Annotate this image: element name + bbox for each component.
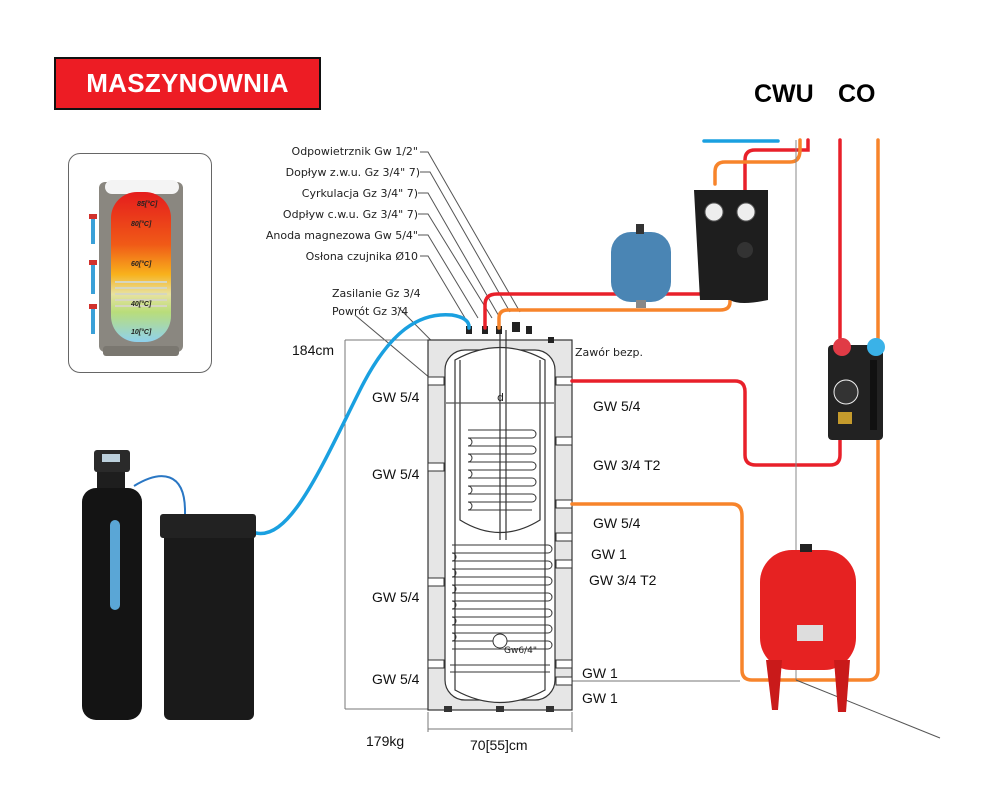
diameter-label: d bbox=[497, 391, 504, 404]
pipes bbox=[254, 138, 880, 682]
left-port-3: GW 5/4 bbox=[372, 589, 420, 605]
tank-width: 70[55]cm bbox=[470, 737, 528, 753]
side-ports bbox=[427, 376, 573, 686]
upper-coil bbox=[467, 429, 537, 511]
tank-height: 184cm bbox=[292, 342, 335, 358]
label-safety-valve: Zawór bezp. bbox=[575, 346, 644, 359]
label-powrot: Powrót Gz 3/4 bbox=[332, 305, 409, 318]
right-port-2: GW 3/4 T2 bbox=[593, 457, 661, 473]
tank-weight: 179kg bbox=[366, 733, 405, 749]
temp-80: 80[°C] bbox=[131, 220, 152, 228]
right-port-6: GW 1 bbox=[582, 665, 618, 681]
right-port-1: GW 5/4 bbox=[593, 398, 641, 414]
label-oslona-czujnika: Osłona czujnika Ø10 bbox=[305, 250, 418, 263]
dimension-lines bbox=[344, 339, 740, 732]
label-cyrkulacja: Cyrkulacja Gz 3/4" 7) bbox=[301, 187, 418, 200]
stratified-tank-illustration: 85[°C] 80[°C] 60[°C] 40[°C] 10[°C] bbox=[89, 180, 183, 356]
pump-group bbox=[828, 338, 885, 440]
label-anoda: Anoda magnezowa Gw 5/4" bbox=[265, 229, 418, 242]
lower-coil bbox=[450, 544, 553, 673]
header-co: CO bbox=[838, 80, 876, 108]
water-softener bbox=[82, 450, 256, 720]
label-odpowietrznik: Odpowietrznik Gw 1/2" bbox=[291, 145, 418, 158]
storage-tank bbox=[427, 330, 573, 711]
temp-60: 60[°C] bbox=[131, 260, 152, 268]
temp-85: 85[°C] bbox=[137, 200, 158, 208]
coil bbox=[115, 281, 167, 307]
bottom-port-label: Gw6/4" bbox=[504, 646, 537, 656]
left-port-4: GW 5/4 bbox=[372, 671, 420, 687]
right-port-5: GW 3/4 T2 bbox=[589, 572, 657, 588]
red-expansion-vessel bbox=[760, 544, 856, 712]
title-banner: MASZYNOWNIA bbox=[54, 57, 321, 110]
right-port-4: GW 1 bbox=[591, 546, 627, 562]
tank-feet bbox=[444, 706, 554, 712]
temp-10: 10[°C] bbox=[131, 328, 152, 336]
blue-expansion-vessel bbox=[611, 224, 671, 308]
top-stubs bbox=[466, 322, 554, 343]
temperature-stratification-thumbnail: 85[°C] 80[°C] 60[°C] 40[°C] 10[°C] bbox=[68, 153, 212, 373]
temp-40: 40[°C] bbox=[130, 300, 152, 308]
mixing-station bbox=[694, 190, 768, 303]
left-port-2: GW 5/4 bbox=[372, 466, 420, 482]
label-odplyw-cwu: Odpływ c.w.u. Gz 3/4" 7) bbox=[282, 208, 418, 221]
water-column bbox=[111, 192, 171, 342]
title-text: MASZYNOWNIA bbox=[86, 68, 289, 98]
right-port-3: GW 5/4 bbox=[593, 515, 641, 531]
header-cwu: CWU bbox=[754, 80, 814, 108]
right-port-7: GW 1 bbox=[582, 690, 618, 706]
label-zasilanie: Zasilanie Gz 3/4 bbox=[332, 287, 421, 300]
label-doplyw-zwu: Dopływ z.w.u. Gz 3/4" 7) bbox=[285, 166, 420, 179]
left-port-1: GW 5/4 bbox=[372, 389, 420, 405]
